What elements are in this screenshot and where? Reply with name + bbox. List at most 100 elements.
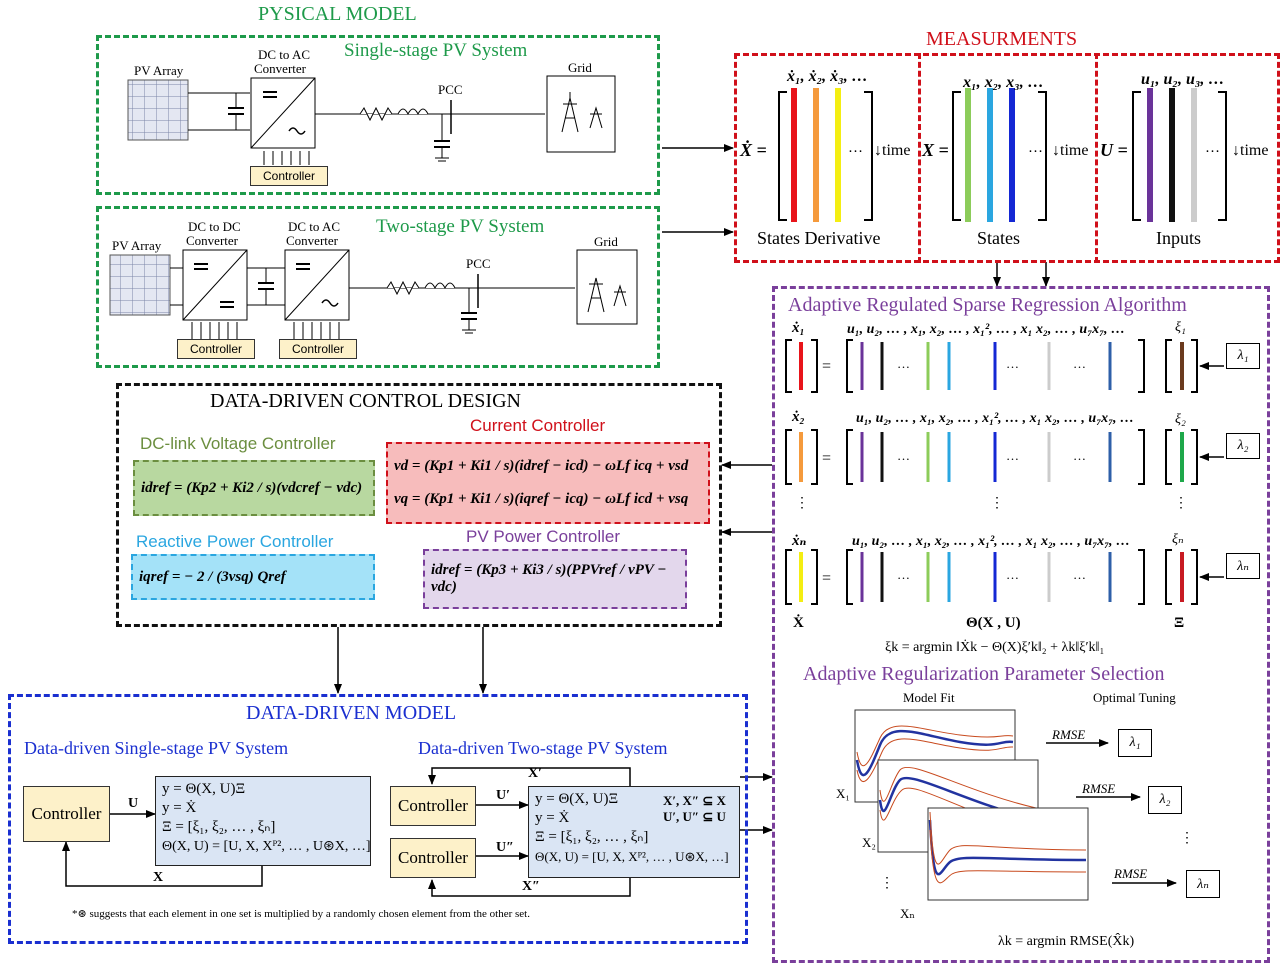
dd-single-line-3: Ξ = [ξ₁, ξ₂, … , ξₙ] — [162, 819, 276, 835]
dd-single-controller: Controller — [23, 786, 110, 842]
alg-theta-bracket-open-1 — [846, 429, 853, 485]
dc-ac-label-1: DC to AC — [258, 47, 311, 62]
dd-two-line-1: y = Θ(X, U)Ξ — [535, 791, 619, 807]
xdot-dots: … — [848, 140, 863, 156]
pv-array-label-2: PV Array — [112, 238, 162, 253]
alg-vdots-3: ⋮ — [1174, 496, 1188, 511]
reactive-eq-text: iqref = − 2 / (3vsq) Qref — [139, 568, 286, 585]
dd-single-line-1: y = Θ(X, U)Ξ — [162, 781, 246, 797]
alg-dots-1c: … — [1073, 356, 1086, 371]
fit-label-xn: Xₙ — [900, 906, 916, 921]
dd-two-controller-2: Controller — [390, 838, 476, 878]
fit-label-x1: X₁ — [836, 786, 850, 801]
tuned-lambda-1: λ₁ — [1118, 729, 1152, 757]
single-controller: Controller — [250, 166, 328, 186]
measurements-frame — [734, 53, 1280, 263]
alg-dots-2b: … — [1006, 448, 1019, 463]
model-fit-label: Model Fit — [903, 690, 955, 705]
dd-footnote: *⊛ suggests that each element in one set… — [72, 908, 530, 920]
fit-vdots: ⋮ — [880, 876, 894, 891]
dc-ac-label-3: DC to AC — [288, 219, 341, 234]
alg-theta-header-n: u₁, u₂, … , x₁, x₂, … , x₁², … , x₁ x₂, … — [852, 534, 1130, 549]
dd-two-model: y = Θ(X, U)Ξ y = Ẋ Ξ = [ξ₁, ξ₂, … , ξₙ] … — [528, 786, 740, 878]
pcc-label-2: PCC — [466, 256, 491, 271]
param-selection-title: Adaptive Regularization Parameter Select… — [803, 663, 1165, 685]
alg-lambda-n: λₙ — [1226, 553, 1260, 579]
pv-array-label: PV Array — [134, 63, 184, 78]
u-lhs: U = — [1100, 140, 1128, 160]
alg-dots-2a: … — [897, 448, 910, 463]
dd-single-u-label: U — [128, 796, 139, 811]
alg-xi-bracket-open-1 — [1165, 429, 1172, 485]
rmse-label-n: RMSE — [1114, 866, 1148, 881]
alg-lhs-bracket-close-1 — [811, 429, 818, 485]
two-stage-frame — [96, 206, 660, 368]
alg-theta-bracket-open-0 — [846, 339, 853, 393]
alg-lhs-bracket-close-2 — [811, 549, 818, 605]
alg-theta-bracket-close-0 — [1138, 339, 1145, 393]
dd-single-x-label: X — [153, 870, 164, 885]
alg-dots-2c: … — [1073, 448, 1086, 463]
alg-eq-1: = — [822, 358, 832, 375]
pv-power-title: PV Power Controller — [466, 527, 621, 546]
alg-row2-lhs: ẋ₂ — [792, 409, 805, 425]
current-eq-1: vd = (Kp1 + Ki1 / s)(idref − icd) − ωLf … — [394, 458, 689, 474]
alg-lhs-bracket-close-0 — [811, 339, 818, 393]
alg-xi-1: ξ₁ — [1175, 320, 1186, 335]
physical-model-title: PYSICAL MODEL — [258, 3, 417, 25]
dd-two-u-dprime: U″ — [496, 840, 514, 855]
single-stage-title: Single-stage PV System — [344, 40, 528, 61]
alg-bottom-theta: Θ(X , U) — [966, 615, 1021, 631]
alg-lhs-bracket-open-2 — [785, 549, 792, 605]
dc-dc-label-1: DC to DC — [188, 219, 241, 234]
alg-eq-2: = — [822, 450, 832, 467]
dd-two-x-dprime: X″ — [522, 879, 540, 894]
alg-lhs-bracket-open-0 — [785, 339, 792, 393]
u-caption: Inputs — [1156, 228, 1201, 248]
tuning-vdots: ⋮ — [1180, 831, 1194, 846]
dd-two-x-prime: X′ — [528, 766, 543, 781]
param-formula: λk = argmin RMSE(X̂k) — [998, 934, 1135, 949]
alg-lhs-bracket-open-1 — [785, 429, 792, 485]
measurements-divider-1 — [918, 53, 921, 263]
dc-ac-label-2: Converter — [254, 61, 306, 76]
dd-two-u-prime: U′ — [496, 788, 511, 803]
alg-dots-na: … — [897, 567, 910, 582]
alg-xi-bracket-close-2 — [1191, 549, 1198, 605]
alg-xi-bracket-open-0 — [1165, 339, 1172, 393]
alg-bottom-xi: Ξ — [1174, 615, 1185, 631]
reactive-power-equation: iqref = − 2 / (3vsq) Qref — [131, 554, 375, 600]
data-driven-model-title: DATA-DRIVEN MODEL — [246, 702, 457, 724]
dc-link-eq-text: idref = (Kp2 + Ki2 / s)(vdcref − vdc) — [141, 479, 363, 496]
dd-two-line-3: Ξ = [ξ₁, ξ₂, … , ξₙ] — [535, 829, 649, 845]
measurements-divider-2 — [1095, 53, 1098, 263]
xdot-time: ↓time — [874, 142, 911, 159]
pv-power-equation: idref = (Kp3 + Ki3 / s)(PPVref / vPV − v… — [423, 549, 687, 609]
dd-two-line-2: y = Ẋ — [535, 810, 570, 826]
alg-theta-bracket-close-1 — [1138, 429, 1145, 485]
dd-single-title: Data-driven Single-stage PV System — [24, 738, 289, 758]
current-controller-title: Current Controller — [470, 416, 606, 435]
alg-eq-n: = — [822, 570, 832, 587]
two-stage-controller-1: Controller — [177, 339, 255, 359]
alg-dots-1a: … — [897, 356, 910, 371]
model-fit-plot-n — [927, 807, 1089, 901]
alg-theta-header-1: u₁, u₂, … , x₁, x₂, … , x₁², … , x₁ x₂, … — [847, 322, 1125, 337]
alg-vdots-1: ⋮ — [795, 496, 809, 511]
optimal-tuning-label: Optimal Tuning — [1093, 690, 1176, 705]
dd-two-controller-1: Controller — [390, 786, 476, 826]
pv-power-eq-text: idref = (Kp3 + Ki3 / s)(PPVref / vPV − v… — [431, 562, 667, 595]
alg-xi-2: ξ₂ — [1175, 412, 1186, 427]
alg-dots-1b: … — [1006, 356, 1019, 371]
alg-theta-bracket-open-2 — [846, 549, 853, 605]
dd-single-line-4: Θ(X, U) = [U, X, Xᴾ², … , U⊛X, …] — [162, 839, 371, 854]
alg-vdots-2: ⋮ — [990, 496, 1004, 511]
pcc-label: PCC — [438, 82, 463, 97]
alg-dots-nc: … — [1073, 567, 1086, 582]
measurement-brackets — [778, 91, 1227, 221]
dd-single-line-2: y = Ẋ — [162, 800, 197, 816]
two-stage-title: Two-stage PV System — [376, 216, 545, 237]
algorithm-title: Adaptive Regulated Sparse Regression Alg… — [788, 294, 1187, 316]
alg-xi-bracket-close-0 — [1191, 339, 1198, 393]
